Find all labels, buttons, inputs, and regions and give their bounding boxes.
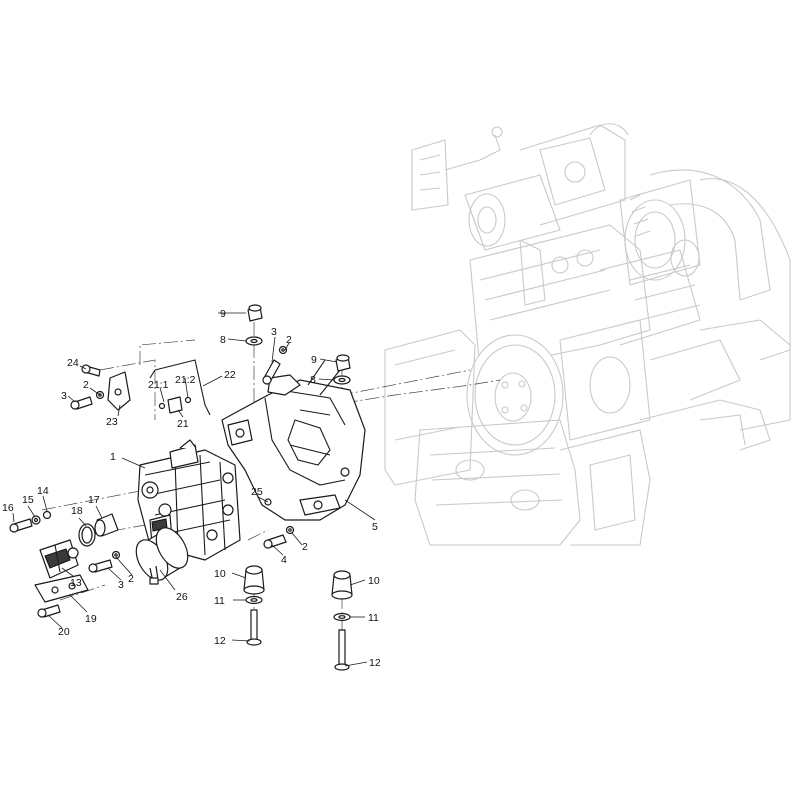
- hydraulic-tube: [149, 359, 211, 416]
- callout-label: 17: [88, 494, 100, 506]
- leader-lines: [12, 312, 376, 667]
- callout-label: 9: [220, 308, 226, 320]
- callout-label: 5: [372, 521, 378, 533]
- callout-label: 9: [311, 354, 317, 366]
- callout-label: 10: [368, 575, 380, 587]
- callout-label: 13: [70, 577, 82, 589]
- callout-label: 21:2: [175, 374, 196, 386]
- bolt-washer-center: [263, 525, 295, 549]
- parts: [9, 304, 366, 671]
- callout-label: 3: [61, 390, 67, 402]
- isolator-mount-left: [243, 565, 265, 646]
- callout-label: 23: [106, 416, 118, 428]
- callout-label: 11: [368, 612, 379, 624]
- callout-label: 22: [224, 369, 236, 381]
- callout-label: 10: [214, 568, 226, 580]
- callout-label: 19: [85, 613, 97, 625]
- callout-label: 11: [214, 595, 225, 607]
- callout-label: 8: [310, 374, 316, 386]
- callout-label: 3: [118, 579, 124, 591]
- plate: [34, 574, 89, 603]
- screw-20: [37, 604, 61, 618]
- callout-label: 2: [286, 334, 292, 346]
- bolt-washer-lower-left: [88, 550, 121, 573]
- callout-label: 3: [271, 326, 277, 338]
- nut-washer-upper: [245, 304, 263, 346]
- callout-label: 8: [220, 334, 226, 346]
- callout-label: 12: [214, 635, 226, 647]
- fitting-21: [158, 396, 192, 414]
- callout-label: 25: [251, 486, 263, 498]
- nut-washer-right: [333, 354, 351, 385]
- screw-24: [81, 364, 101, 377]
- charge-pump: [39, 539, 79, 579]
- callout-label: 21: [177, 418, 189, 430]
- engine-assembly: [384, 123, 791, 546]
- callout-label: 15: [22, 494, 34, 506]
- callout-label: 2: [302, 541, 308, 553]
- bolt-washer-upper-center: [262, 345, 288, 385]
- bracket-23: [107, 371, 131, 411]
- filter-canister: [135, 527, 189, 585]
- callout-label: 2: [128, 573, 134, 585]
- pump-mount-housing: [221, 359, 366, 521]
- bolt-washer-upper-left: [70, 390, 105, 410]
- callout-label: 12: [369, 657, 381, 669]
- callout-label: 18: [71, 505, 83, 517]
- callout-label: 21:1: [148, 379, 169, 391]
- callout-label: 4: [281, 554, 287, 566]
- callout-labels: 1 2 2 2 2 3 3 3 4 5 8 8 9 9 10 10 11 11 …: [2, 308, 381, 669]
- callout-label: 16: [2, 502, 14, 514]
- callout-label: 26: [176, 591, 188, 603]
- callout-label: 2: [83, 379, 89, 391]
- isolator-mount-right: [331, 570, 353, 671]
- screw-washer-set: [9, 510, 52, 533]
- callout-label: 20: [58, 626, 70, 638]
- callout-label: 1: [110, 451, 116, 463]
- callout-label: 24: [67, 357, 79, 369]
- coupler: [94, 513, 119, 537]
- callout-label: 14: [37, 485, 49, 497]
